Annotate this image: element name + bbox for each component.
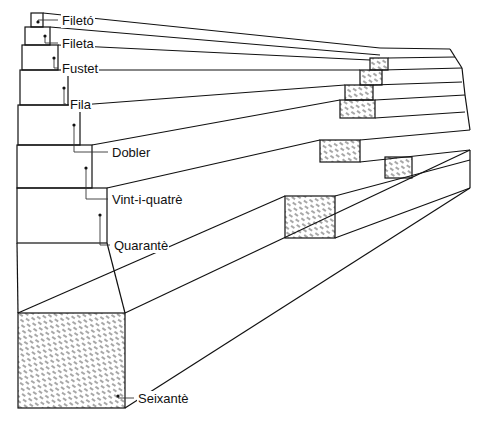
size-label: Seixantè [137,391,190,406]
size-label: Quarantè [113,238,169,253]
size-label: Fileta [61,36,95,51]
size-label: Filetó [61,13,95,28]
size-label: Fustet [61,61,99,76]
size-label: Fila [69,97,92,112]
size-label: Dobler [111,145,151,160]
size-label: Vint-i-quatrè [111,192,184,207]
